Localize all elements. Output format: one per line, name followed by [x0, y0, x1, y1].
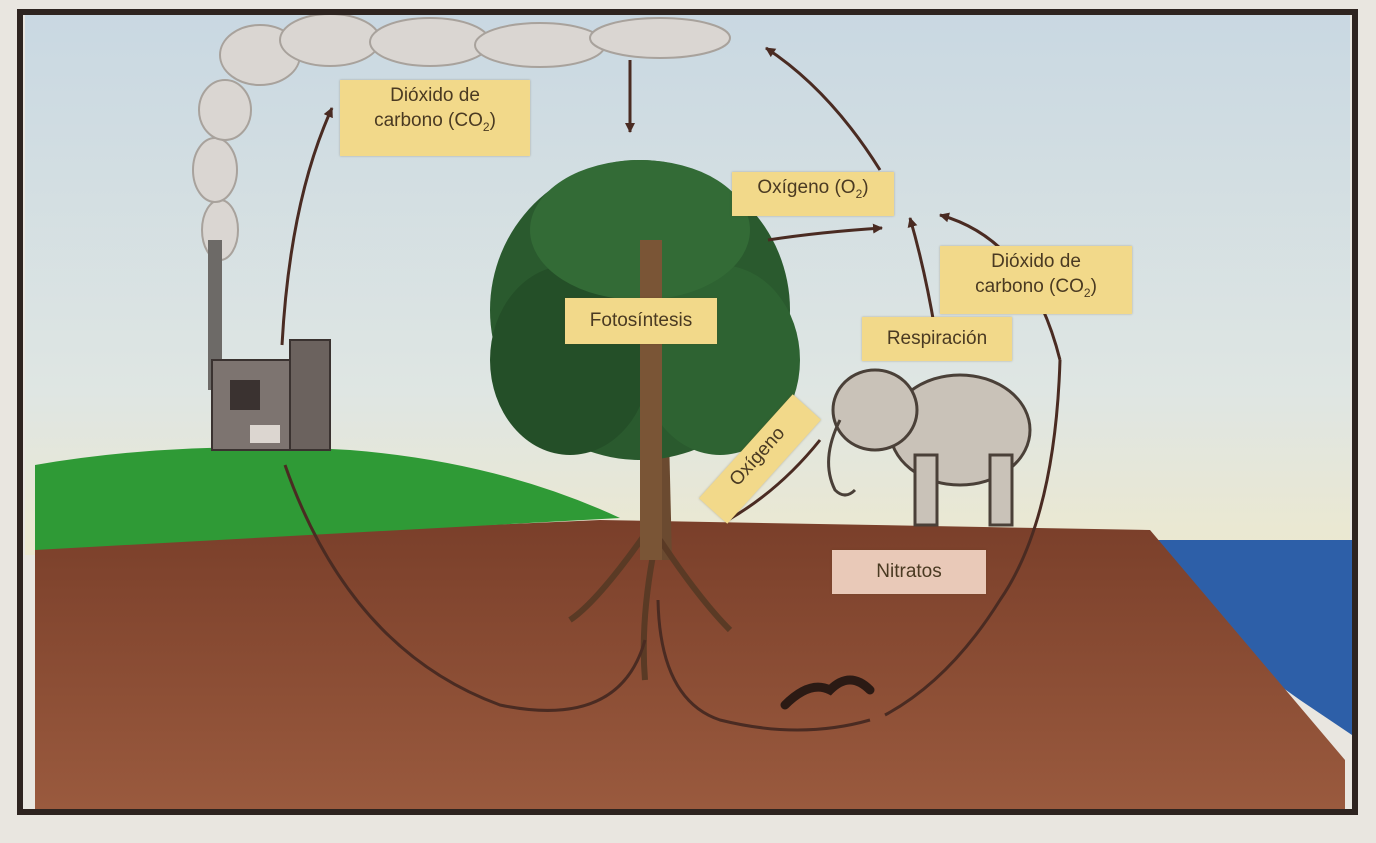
label-respiration: Respiración — [862, 317, 1012, 361]
label-co2-factory: Dióxido de carbono (CO2) — [340, 80, 530, 156]
oxygen-text: Oxígeno (O — [757, 177, 855, 198]
label-nitrates: Nitratos — [832, 550, 986, 594]
co2-text: carbono (CO — [374, 110, 483, 131]
label-oxygen-top: Oxígeno (O2) — [732, 172, 894, 216]
label-co2-animal-line2: carbono (CO2) — [950, 275, 1122, 301]
co2-subscript: 2 — [483, 119, 490, 133]
label-co2-animal: Dióxido de carbono (CO2) — [940, 246, 1132, 314]
co2-close: ) — [1091, 276, 1097, 297]
co2-close: ) — [490, 110, 496, 131]
co2-subscript: 2 — [1084, 285, 1091, 299]
label-co2-factory-line2: carbono (CO2) — [350, 109, 520, 135]
co2-text: carbono (CO — [975, 276, 1084, 297]
label-co2-factory-line1: Dióxido de — [350, 84, 520, 109]
label-co2-animal-line1: Dióxido de — [950, 250, 1122, 275]
label-photosynthesis: Fotosíntesis — [565, 298, 717, 344]
oxygen-close: ) — [862, 177, 868, 198]
soil — [35, 520, 1345, 810]
